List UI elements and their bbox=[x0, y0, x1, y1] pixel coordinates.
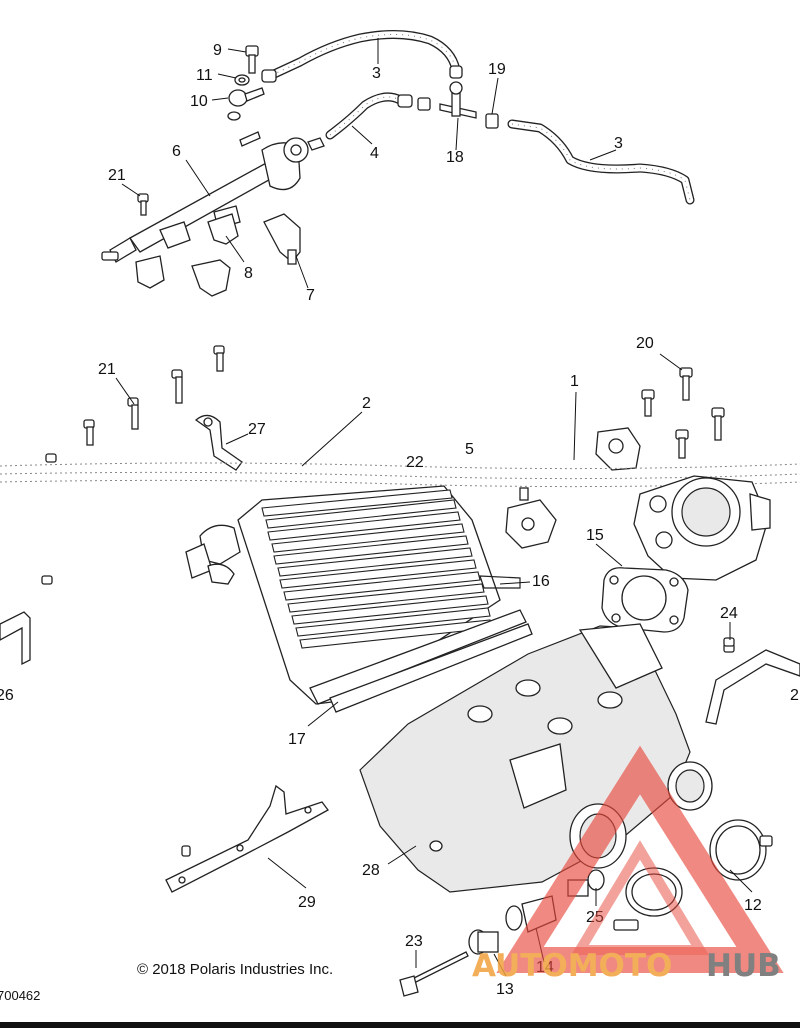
callout-21-lower: 21 bbox=[98, 361, 116, 378]
callout-7: 7 bbox=[306, 287, 315, 304]
gasket-16 bbox=[479, 575, 521, 589]
fuel-hose-3-upper bbox=[261, 29, 463, 83]
bolt-23 bbox=[399, 951, 469, 997]
callout-23: 23 bbox=[405, 933, 423, 950]
watermark-triangle-logo bbox=[496, 745, 784, 973]
callout-3-lower: 3 bbox=[614, 135, 623, 152]
callout-17: 17 bbox=[288, 731, 306, 748]
bottom-border bbox=[0, 1022, 800, 1028]
callout-4: 4 bbox=[370, 145, 379, 162]
callout-24: 24 bbox=[720, 605, 738, 622]
bolt-21-group bbox=[45, 345, 225, 463]
intercooler-fins bbox=[261, 489, 493, 649]
gasket-15 bbox=[601, 567, 689, 633]
callout-8: 8 bbox=[244, 265, 253, 282]
callout-6: 6 bbox=[172, 143, 181, 160]
callout-20: 20 bbox=[636, 335, 654, 352]
break-line bbox=[0, 462, 800, 488]
watermark-text-hub: HUB bbox=[706, 948, 781, 984]
callout-2-right: 2 bbox=[790, 687, 799, 704]
callout-26: 26 bbox=[0, 687, 14, 704]
intercooler-17 bbox=[185, 485, 533, 713]
callout-22: 22 bbox=[406, 454, 424, 471]
bracket-27 bbox=[194, 414, 243, 471]
bolt-21-upper bbox=[137, 193, 149, 216]
callout-10: 10 bbox=[190, 93, 208, 110]
callout-12: 12 bbox=[744, 897, 762, 914]
automotohub-watermark: AUTOMOTO HUB bbox=[472, 745, 784, 984]
washer-13 bbox=[468, 929, 499, 955]
tps-sensor bbox=[505, 487, 557, 549]
callout-28: 28 bbox=[362, 862, 380, 879]
bracket-26 bbox=[0, 575, 53, 666]
callout-16: 16 bbox=[532, 573, 550, 590]
tee-fitting-18 bbox=[439, 81, 477, 119]
washer-11 bbox=[234, 74, 250, 86]
bracket-2-right bbox=[705, 643, 800, 725]
callout-29: 29 bbox=[298, 894, 316, 911]
throttle-body-1 bbox=[633, 475, 771, 581]
throttle-sensor-1 bbox=[595, 427, 641, 471]
copyright-text: © 2018 Polaris Industries Inc. bbox=[137, 961, 333, 978]
callout-19: 19 bbox=[488, 61, 506, 78]
callout-3-upper: 3 bbox=[372, 65, 381, 82]
injector-bracket-8 bbox=[135, 213, 239, 297]
callout-18: 18 bbox=[446, 149, 464, 166]
callout-21-upper: 21 bbox=[108, 167, 126, 184]
callout-11: 11 bbox=[196, 67, 213, 84]
figure-number: 700462 bbox=[0, 988, 40, 1003]
callout-2: 2 bbox=[362, 395, 371, 412]
callout-1: 1 bbox=[570, 373, 579, 390]
bolt-24 bbox=[723, 637, 735, 647]
callout-9: 9 bbox=[213, 42, 222, 59]
fuel-injector-7 bbox=[263, 213, 301, 265]
bolt-9 bbox=[245, 45, 259, 74]
bracket-29 bbox=[165, 784, 329, 893]
bolt-20-group bbox=[641, 367, 725, 459]
callout-13: 13 bbox=[496, 981, 514, 998]
callout-labels: 9 11 10 3 19 6 4 18 3 21 8 7 20 21 1 2 2… bbox=[0, 42, 799, 998]
clamp-19 bbox=[485, 113, 499, 129]
fuel-hose-4 bbox=[325, 92, 431, 140]
leader-lines bbox=[115, 38, 753, 977]
callout-5: 5 bbox=[465, 441, 474, 458]
watermark-text-auto: AUTOMOTO bbox=[472, 948, 672, 984]
banjo-fitting-10 bbox=[227, 87, 265, 121]
fuel-hose-3-lower bbox=[507, 119, 695, 205]
hose-clamp-12 bbox=[709, 819, 773, 881]
callout-15: 15 bbox=[586, 527, 604, 544]
callout-27: 27 bbox=[248, 421, 266, 438]
